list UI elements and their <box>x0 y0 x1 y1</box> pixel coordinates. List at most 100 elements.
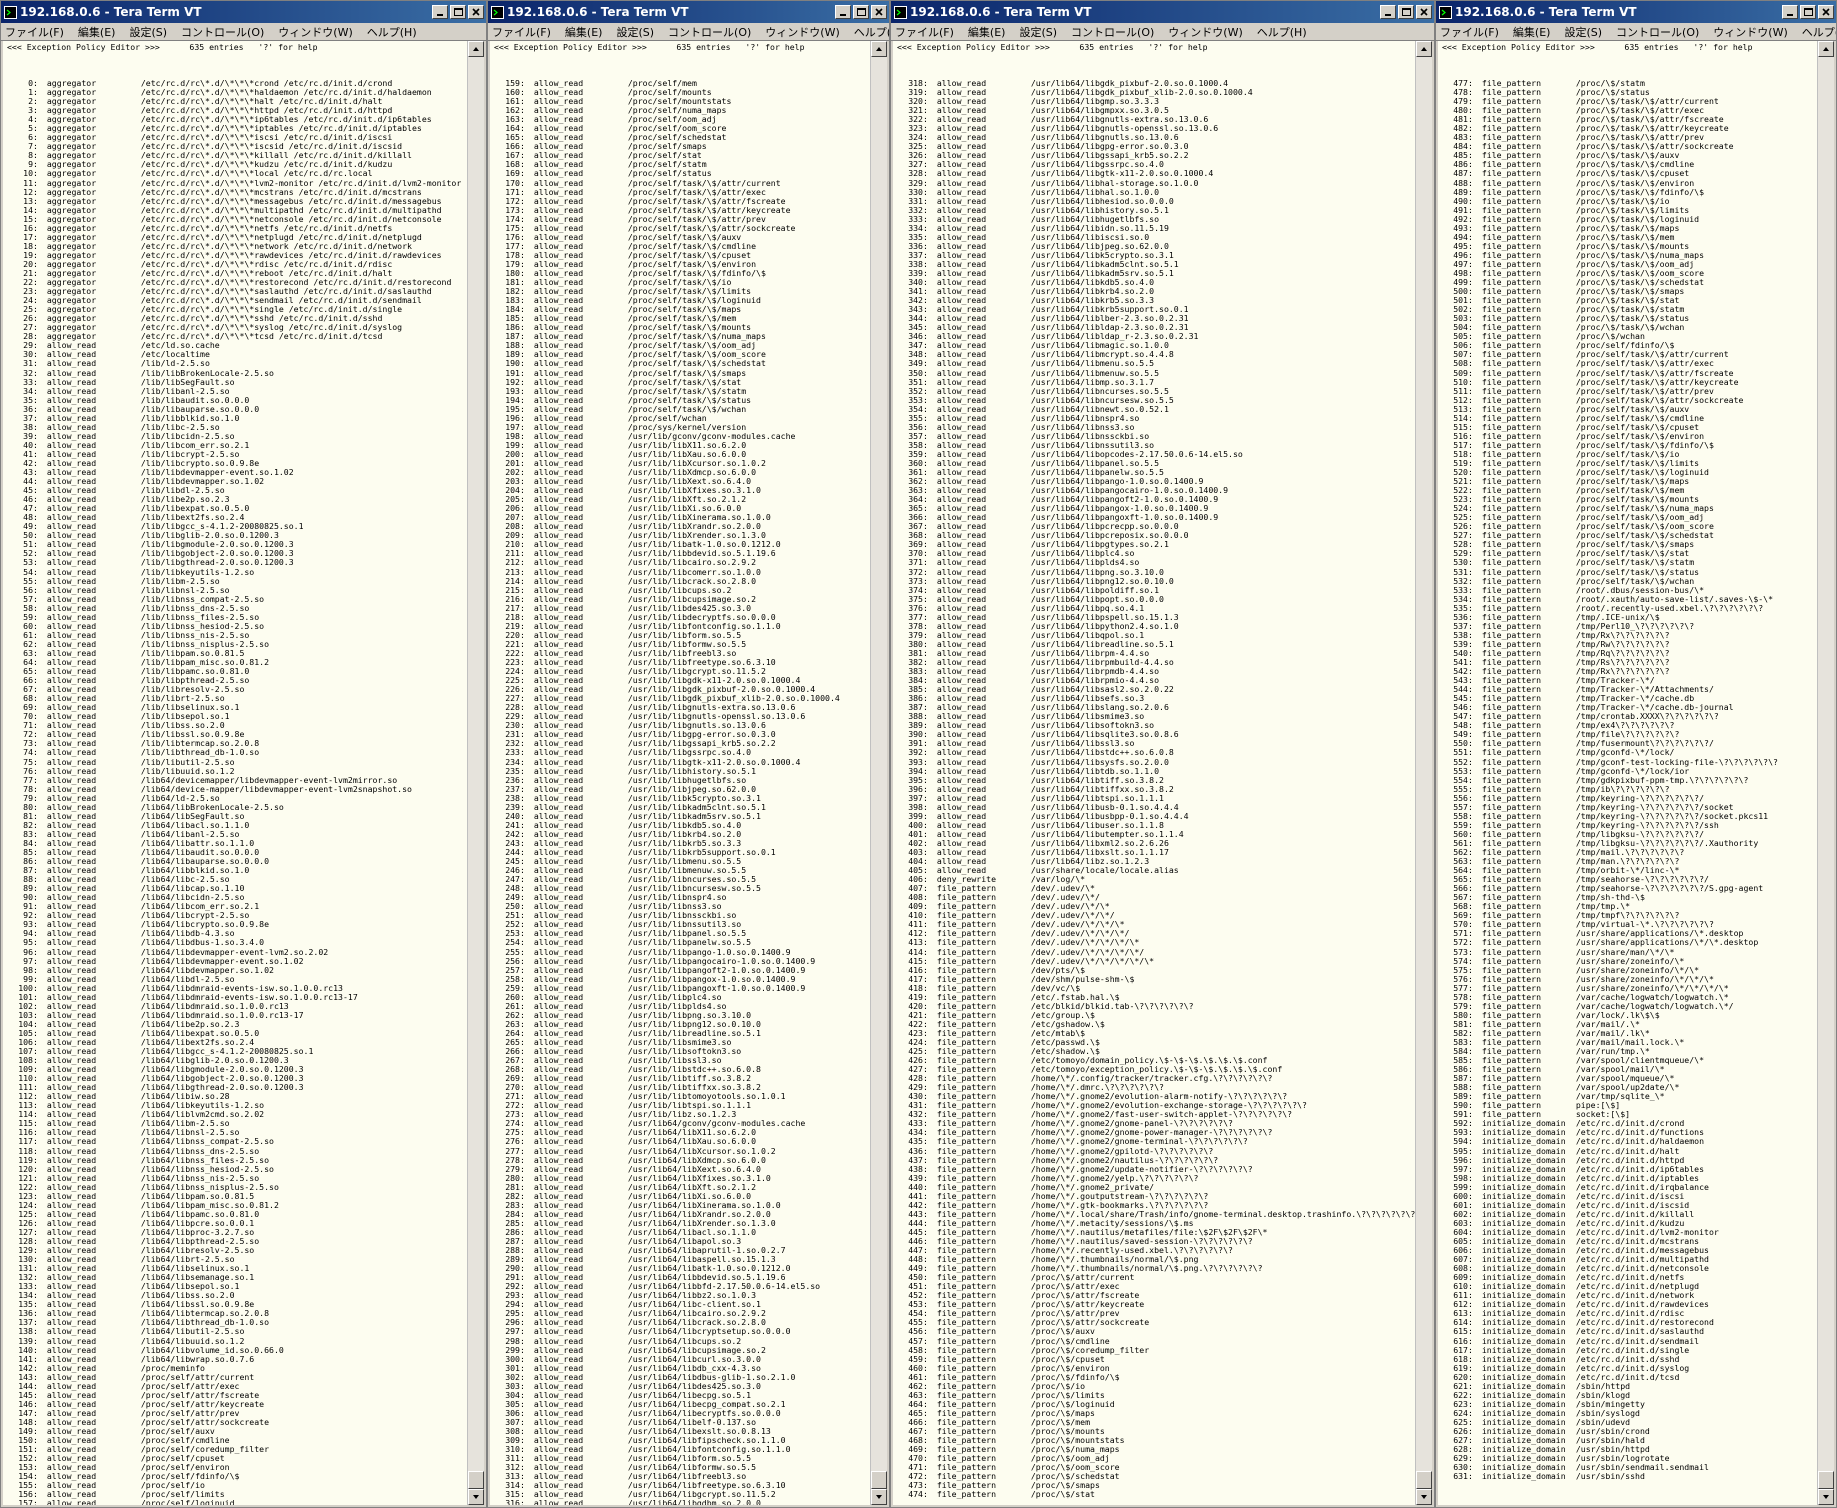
list-item[interactable]: 292: allow_read/usr/lib64/libbfd-2.17.50… <box>494 1282 870 1291</box>
list-item[interactable]: 320: allow_read/usr/lib64/libgmp.so.3.3.… <box>897 97 1415 106</box>
list-item[interactable]: 182: allow_read/proc/self/task/\$/limits <box>494 287 870 296</box>
list-item[interactable]: 512: file_pattern/proc/self/task/\$/attr… <box>1442 396 1817 405</box>
list-item[interactable]: 383: allow_read/usr/lib64/librpmdb-4.4.s… <box>897 667 1415 676</box>
list-item[interactable]: 316: allow_read/usr/lib64/libgdbm.so.2.0… <box>494 1499 870 1505</box>
list-item[interactable]: 437: file_pattern/home/\*/.gnome2/nautil… <box>897 1156 1415 1165</box>
list-item[interactable]: 24: aggregator/etc/rc.d/rc\*.d/\*\*\*sen… <box>7 296 467 305</box>
list-item[interactable]: 570: file_pattern/tmp/virtual-\*.\?\?\?\… <box>1442 920 1817 929</box>
list-item[interactable]: 426: file_pattern/etc/tomoyo/domain_poli… <box>897 1056 1415 1065</box>
list-item[interactable]: 244: allow_read/usr/lib/libkrb5support.s… <box>494 848 870 857</box>
list-item[interactable]: 68: allow_read/lib/librt-2.5.so <box>7 694 467 703</box>
list-item[interactable]: 117: allow_read/lib64/libnss_compat-2.5.… <box>7 1137 467 1146</box>
list-item[interactable]: 90: allow_read/lib64/libcidn-2.5.so <box>7 893 467 902</box>
title-bar[interactable]: 192.168.0.6 - Tera Term VT <box>891 1 1434 23</box>
list-item[interactable]: 400: allow_read/usr/lib64/libuser.so.1.1… <box>897 821 1415 830</box>
list-item[interactable]: 401: allow_read/usr/lib64/libutempter.so… <box>897 830 1415 839</box>
list-item[interactable]: 260: allow_read/usr/lib/libplc4.so <box>494 993 870 1002</box>
list-item[interactable]: 315: allow_read/usr/lib64/libgcrypt.so.1… <box>494 1490 870 1499</box>
list-item[interactable]: 209: allow_read/usr/lib/libXrender.so.1.… <box>494 531 870 540</box>
scroll-thumb[interactable] <box>468 1471 484 1489</box>
list-item[interactable]: 576: file_pattern/usr/share/zoneinfo/\*/… <box>1442 975 1817 984</box>
list-item[interactable]: 616: initialize_domain/etc/rc.d/init.d/s… <box>1442 1337 1817 1346</box>
list-item[interactable]: 151: allow_read/proc/self/coredump_filte… <box>7 1445 467 1454</box>
list-item[interactable]: 574: file_pattern/usr/share/zoneinfo/\* <box>1442 957 1817 966</box>
list-item[interactable]: 141: allow_read/lib64/libwrap.so.0.7.6 <box>7 1355 467 1364</box>
list-item[interactable]: 582: file_pattern/var/mail/.lk\* <box>1442 1029 1817 1038</box>
list-item[interactable]: 333: allow_read/usr/lib64/libhugetlbfs.s… <box>897 215 1415 224</box>
list-item[interactable]: 431: file_pattern/home/\*/.gnome2/evolut… <box>897 1101 1415 1110</box>
list-item[interactable]: 366: allow_read/usr/lib64/libpangoxft-1.… <box>897 513 1415 522</box>
list-item[interactable]: 384: allow_read/usr/lib64/librpmio-4.4.s… <box>897 676 1415 685</box>
list-item[interactable]: 301: allow_read/usr/lib64/libdb_cxx-4.3.… <box>494 1364 870 1373</box>
list-item[interactable]: 81: allow_read/lib64/libSegFault.so <box>7 812 467 821</box>
list-item[interactable]: 0: aggregator/etc/rc.d/rc\*.d/\*\*\*cron… <box>7 79 467 88</box>
menu-item[interactable]: 設定(S) <box>129 25 168 39</box>
menu-item[interactable]: コントロール(O) <box>181 25 265 39</box>
list-item[interactable]: 66: allow_read/lib/libpthread-2.5.so <box>7 676 467 685</box>
list-item[interactable]: 439: file_pattern/home/\*/.gnome2/yelp.\… <box>897 1174 1415 1183</box>
list-item[interactable]: 161: allow_read/proc/self/mountstats <box>494 97 870 106</box>
list-item[interactable]: 95: allow_read/lib64/libdbus-1.so.3.4.0 <box>7 938 467 947</box>
maximize-icon[interactable] <box>853 5 869 19</box>
list-item[interactable]: 74: allow_read/lib/libthread_db-1.0.so <box>7 748 467 757</box>
menu-item[interactable]: ウィンドウ(W) <box>765 25 840 39</box>
list-item[interactable]: 601: initialize_domain/etc/rc.d/init.d/i… <box>1442 1201 1817 1210</box>
list-item[interactable]: 421: file_pattern/etc/group.\$ <box>897 1011 1415 1020</box>
list-item[interactable]: 373: allow_read/usr/lib64/libpng12.so.0.… <box>897 577 1415 586</box>
list-item[interactable]: 330: allow_read/usr/lib64/libhal.so.1.0.… <box>897 188 1415 197</box>
list-item[interactable]: 258: allow_read/usr/lib/libpangox-1.0.so… <box>494 975 870 984</box>
list-item[interactable]: 96: allow_read/lib64/libdevmapper-event-… <box>7 948 467 957</box>
list-item[interactable]: 241: allow_read/usr/lib/libkdb5.so.4.0 <box>494 821 870 830</box>
list-item[interactable]: 229: allow_read/usr/lib/libgnutls-openss… <box>494 712 870 721</box>
list-item[interactable]: 324: allow_read/usr/lib64/libgnutls.so.1… <box>897 133 1415 142</box>
list-item[interactable]: 221: allow_read/usr/lib/libformw.so.5.5 <box>494 640 870 649</box>
list-item[interactable]: 15: aggregator/etc/rc.d/rc\*.d/\*\*\*net… <box>7 215 467 224</box>
list-item[interactable]: 485: file_pattern/proc/\$/task/\$/auxv <box>1442 151 1817 160</box>
list-item[interactable]: 378: allow_read/usr/lib64/libpython2.4.s… <box>897 622 1415 631</box>
list-item[interactable]: 411: file_pattern/dev/.udev/\*/\*/\* <box>897 920 1415 929</box>
terminal-text[interactable]: <<< Exception Policy Editor >>> 635 entr… <box>3 41 467 1505</box>
list-item[interactable]: 78: allow_read/lib64/device-mapper/libde… <box>7 785 467 794</box>
list-item[interactable]: 528: file_pattern/proc/self/task/\$/smap… <box>1442 540 1817 549</box>
list-item[interactable]: 2: aggregator/etc/rc.d/rc\*.d/\*\*\*halt… <box>7 97 467 106</box>
menu-item[interactable]: ウィンドウ(W) <box>1168 25 1243 39</box>
list-item[interactable]: 462: file_pattern/proc/\$/io <box>897 1382 1415 1391</box>
scroll-down-arrow-icon[interactable] <box>468 1489 484 1505</box>
list-item[interactable]: 348: allow_read/usr/lib64/libmcrypt.so.4… <box>897 350 1415 359</box>
list-item[interactable]: 337: allow_read/usr/lib64/libk5crypto.so… <box>897 251 1415 260</box>
list-item[interactable]: 338: allow_read/usr/lib64/libkadm5clnt.s… <box>897 260 1415 269</box>
close-icon[interactable] <box>1416 5 1432 19</box>
list-item[interactable]: 353: allow_read/usr/lib64/libncursesw.so… <box>897 396 1415 405</box>
list-item[interactable]: 25: aggregator/etc/rc.d/rc\*.d/\*\*\*sin… <box>7 305 467 314</box>
list-item[interactable]: 371: allow_read/usr/lib64/libplds4.so <box>897 558 1415 567</box>
list-item[interactable]: 585: file_pattern/var/spool/clientmqueue… <box>1442 1056 1817 1065</box>
list-item[interactable]: 419: file_pattern/etc/.fstab.hal.\$ <box>897 993 1415 1002</box>
list-item[interactable]: 263: allow_read/usr/lib/libpng12.so.0.10… <box>494 1020 870 1029</box>
list-item[interactable]: 125: allow_read/lib64/libpamc.so.0.81.0 <box>7 1210 467 1219</box>
list-item[interactable]: 103: allow_read/lib64/libdmraid.so.1.0.0… <box>7 1011 467 1020</box>
list-item[interactable]: 539: file_pattern/tmp/Rw\?\?\?\?\?\? <box>1442 640 1817 649</box>
list-item[interactable]: 71: allow_read/lib/libss.so.2.0 <box>7 721 467 730</box>
list-item[interactable]: 191: allow_read/proc/self/task/\$/smaps <box>494 369 870 378</box>
list-item[interactable]: 116: allow_read/lib64/libnsl-2.5.so <box>7 1128 467 1137</box>
list-item[interactable]: 164: allow_read/proc/self/oom_score <box>494 124 870 133</box>
minimize-icon[interactable] <box>835 5 851 19</box>
list-item[interactable]: 526: file_pattern/proc/self/task/\$/oom_… <box>1442 522 1817 531</box>
list-item[interactable]: 449: file_pattern/home/\*/.thumbnails/no… <box>897 1264 1415 1273</box>
list-item[interactable]: 498: file_pattern/proc/\$/task/\$/oom_sc… <box>1442 269 1817 278</box>
menu-item[interactable]: ファイル(F) <box>1440 25 1499 39</box>
list-item[interactable]: 470: file_pattern/proc/\$/oom_adj <box>897 1454 1415 1463</box>
list-item[interactable]: 328: allow_read/usr/lib64/libgtk-x11-2.0… <box>897 169 1415 178</box>
list-item[interactable]: 28: aggregator/etc/rc.d/rc\*.d/\*\*\*tcs… <box>7 332 467 341</box>
list-item[interactable]: 274: allow_read/usr/lib64/gconv/gconv-mo… <box>494 1119 870 1128</box>
list-item[interactable]: 319: allow_read/usr/lib64/libgdk_pixbuf_… <box>897 88 1415 97</box>
list-item[interactable]: 362: allow_read/usr/lib64/libpango-1.0.s… <box>897 477 1415 486</box>
list-item[interactable]: 549: file_pattern/tmp/file\?\?\?\?\?\? <box>1442 730 1817 739</box>
list-item[interactable]: 7: aggregator/etc/rc.d/rc\*.d/\*\*\*iscs… <box>7 142 467 151</box>
scroll-thumb[interactable] <box>871 1471 887 1489</box>
list-item[interactable]: 148: allow_read/proc/self/attr/sockcreat… <box>7 1418 467 1427</box>
list-item[interactable]: 272: allow_read/usr/lib/libtspi.so.1.1.1 <box>494 1101 870 1110</box>
list-item[interactable]: 288: allow_read/usr/lib64/libaprutil-1.s… <box>494 1246 870 1255</box>
list-item[interactable]: 386: allow_read/usr/lib64/libsefs.so.3 <box>897 694 1415 703</box>
list-item[interactable]: 145: allow_read/proc/self/attr/fscreate <box>7 1391 467 1400</box>
